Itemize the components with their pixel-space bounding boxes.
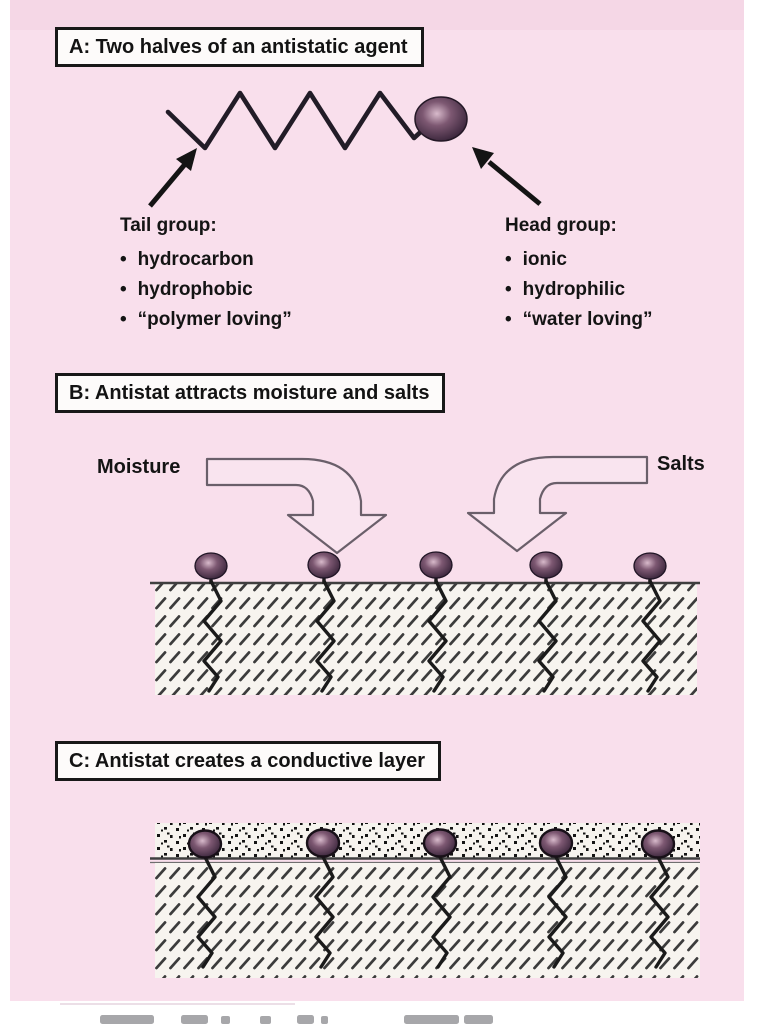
bullet-text: “water loving” — [522, 309, 653, 330]
panel-a-title: A: Two halves of an antistatic agent — [69, 36, 408, 58]
head-group-text-block: Head group: • ionic • hydrophilic • “wat… — [505, 214, 653, 335]
cropped-caption-fragments — [60, 1003, 493, 1024]
bullet-text: “polymer loving” — [137, 309, 292, 330]
list-item: • hydrophilic — [505, 275, 653, 305]
bullet-glyph: • — [505, 249, 512, 270]
tail-group-text-block: Tail group: • hydrocarbon • hydrophobic … — [120, 214, 292, 335]
list-item: • hydrocarbon — [120, 245, 292, 275]
bullet-text: hydrocarbon — [137, 249, 254, 270]
list-item: • ionic — [505, 245, 653, 275]
salts-label: Salts — [657, 453, 705, 475]
bullet-text: hydrophobic — [137, 279, 253, 300]
list-item: • hydrophobic — [120, 275, 292, 305]
bullet-glyph: • — [505, 279, 512, 300]
panel-b-title: B: Antistat attracts moisture and salts — [69, 382, 430, 404]
bullet-glyph: • — [120, 279, 127, 300]
bullet-glyph: • — [120, 249, 127, 270]
moisture-label: Moisture — [97, 456, 181, 478]
bullet-glyph: • — [505, 309, 512, 330]
bullet-text: ionic — [522, 249, 567, 270]
panel-a-title-box: A: Two halves of an antistatic agent — [55, 27, 424, 67]
tail-group-heading: Tail group: — [120, 215, 217, 236]
bullet-text: hydrophilic — [522, 279, 626, 300]
head-group-heading: Head group: — [505, 215, 617, 236]
panel-b-title-box: B: Antistat attracts moisture and salts — [55, 373, 446, 413]
panel-c-title: C: Antistat creates a conductive layer — [69, 750, 426, 772]
panel-c-title-box: C: Antistat creates a conductive layer — [55, 741, 442, 781]
pink-panel-background — [10, 0, 744, 1001]
list-item: • “water loving” — [505, 305, 653, 335]
pink-panel-top-band — [10, 0, 744, 30]
list-item: • “polymer loving” — [120, 305, 292, 335]
bullet-glyph: • — [120, 309, 127, 330]
